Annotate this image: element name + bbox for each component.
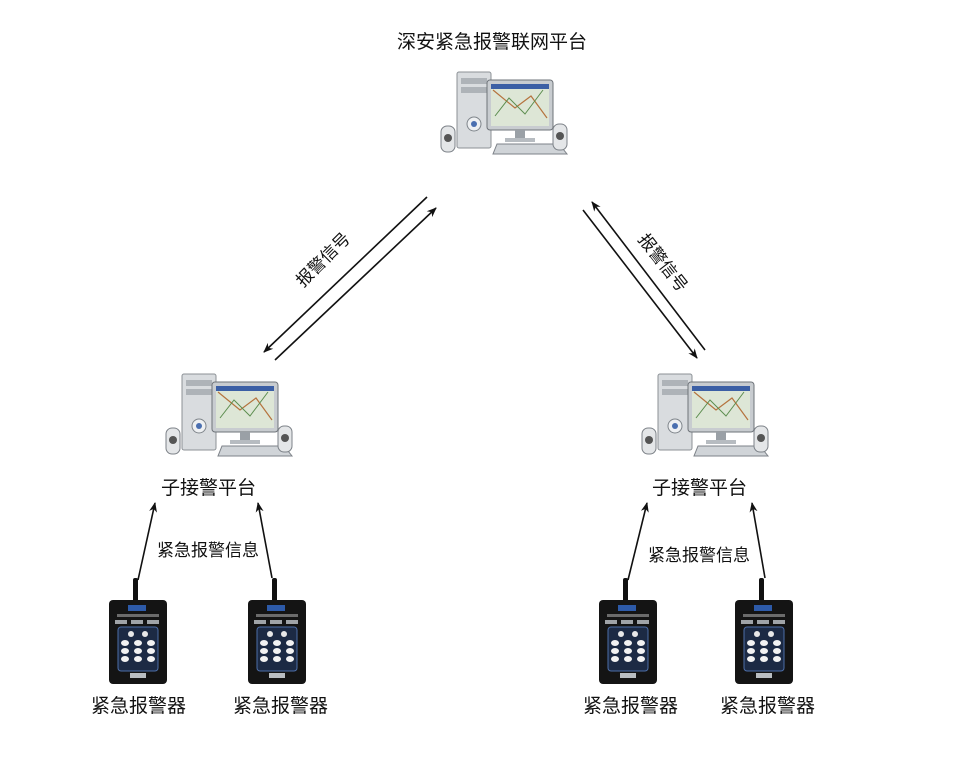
main-platform-computer-icon [435,68,575,164]
alarm-device-right-2-icon [733,578,797,688]
arrow-to-main-platform-right [591,201,706,351]
sub-platform-right-label: 子接警平台 [652,477,748,499]
alarm-device-left-2-icon [246,578,310,688]
arrow-to-sub-platform-right [582,209,698,359]
alarm-label-right-2: 紧急报警器 [720,695,816,717]
arrow-alarm-to-sub-left-2 [255,502,273,579]
arrow-alarm-to-sub-right-1 [627,502,649,581]
arrow-alarm-to-sub-right-2 [749,502,766,579]
alarm-label-left-1: 紧急报警器 [91,695,187,717]
arrow-to-main-platform-left [274,207,437,361]
sub-platform-right-computer-icon [636,370,776,466]
arrow-to-sub-platform-left [263,196,428,353]
alarm-label-right-1: 紧急报警器 [583,695,679,717]
alarm-device-right-1-icon [597,578,661,688]
sub-platform-left-label: 子接警平台 [161,477,257,499]
alarm-label-left-2: 紧急报警器 [233,695,329,717]
main-platform-title: 深安紧急报警联网平台 [397,31,588,53]
sub-platform-left-computer-icon [160,370,300,466]
arrow-alarm-to-sub-left-1 [137,502,157,581]
info-label-left: 紧急报警信息 [157,541,259,561]
info-label-right: 紧急报警信息 [648,546,750,566]
alarm-device-left-1-icon [107,578,171,688]
